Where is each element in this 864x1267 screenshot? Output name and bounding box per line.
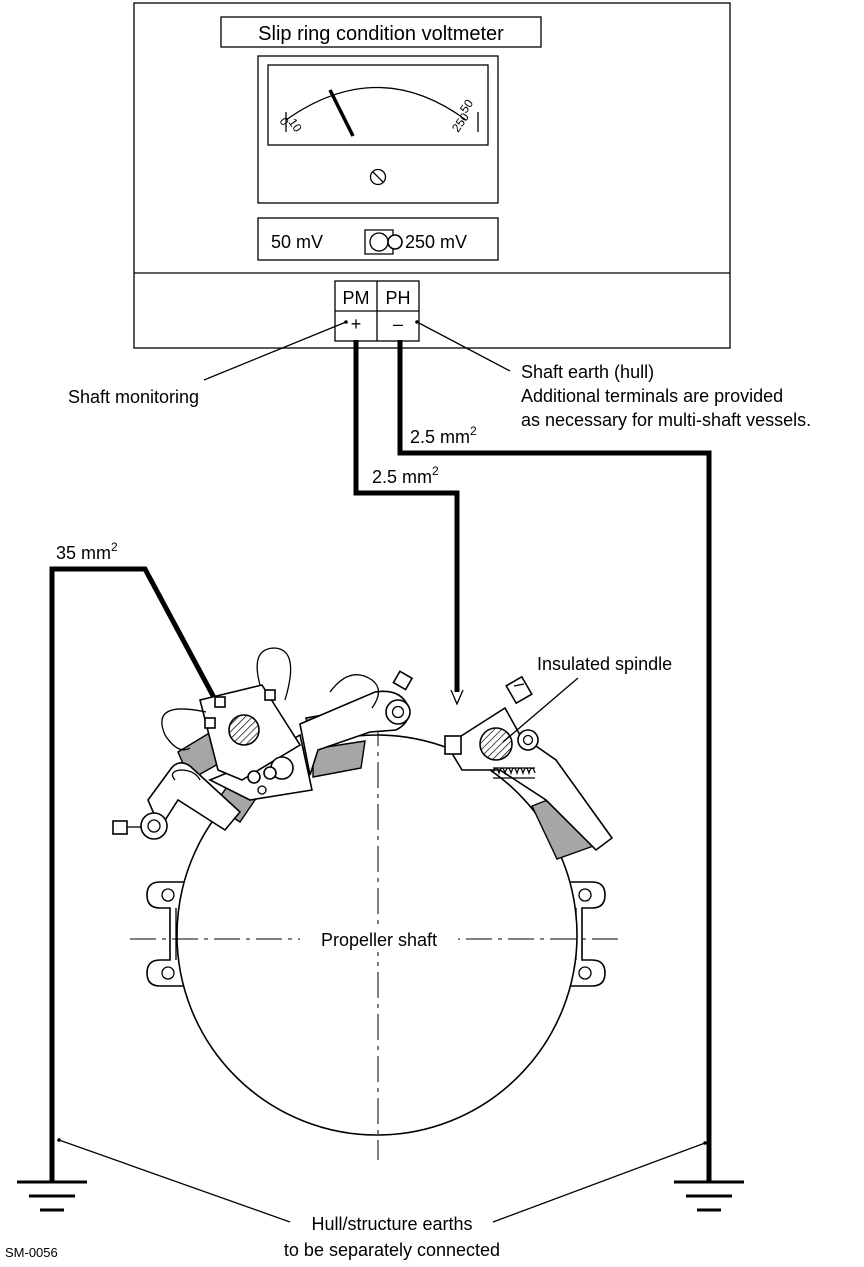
- range-250mv-label: 250 mV: [405, 232, 467, 252]
- hull-earths-label-1: Hull/structure earths: [311, 1214, 472, 1234]
- meter-title-box: [220, 16, 542, 48]
- terminal-block: PM PH + –: [334, 280, 420, 342]
- hull-earths-label-2: to be separately connected: [284, 1240, 500, 1260]
- shaft-earth-label-2: Additional terminals are provided: [521, 386, 783, 406]
- ph-cable: [397, 340, 712, 1182]
- terminal-ph-minus: –: [393, 314, 403, 334]
- figure-id: SM-0056: [5, 1245, 58, 1260]
- insulated-spindle-icon: [479, 727, 513, 761]
- range-50mv-label: 50 mV: [271, 232, 323, 252]
- analog-meter: 0 10 50 250: [257, 55, 499, 204]
- shaft-earth-leader: [416, 321, 511, 372]
- shaft-monitoring-leader: [203, 321, 347, 381]
- range-toggle-switch-icon[interactable]: [364, 229, 403, 255]
- left-brush-assembly: [112, 647, 414, 840]
- shaft-earth-label-3: as necessary for multi-shaft vessels.: [521, 410, 811, 430]
- meter-needle: [328, 89, 355, 137]
- voltmeter-enclosure: Slip ring condition voltmeter 0 10 50 25…: [133, 2, 731, 349]
- shaft-earth-label-1: Shaft earth (hull): [521, 362, 654, 382]
- left-earth-symbol: [17, 1180, 87, 1212]
- terminal-ph-label: PH: [385, 288, 410, 308]
- earth-cable-35: [49, 566, 221, 1182]
- propeller-shaft-label: Propeller shaft: [321, 930, 437, 950]
- right-brush-assembly: [444, 675, 614, 860]
- propeller-shaft: Propeller shaft: [130, 720, 618, 1160]
- insulated-spindle-label: Insulated spindle: [537, 654, 672, 674]
- pm-cable-size: 2.5 mm2: [372, 464, 439, 487]
- pm-cable: [353, 340, 460, 692]
- ph-cable-size: 2.5 mm2: [410, 424, 477, 447]
- terminal-pm-label: PM: [343, 288, 370, 308]
- zero-adjust-screw-icon[interactable]: [369, 168, 387, 186]
- range-switch-panel: 50 mV 250 mV: [257, 217, 499, 261]
- terminal-pm-plus: +: [351, 314, 362, 334]
- insulated-spindle-leader: [502, 677, 579, 743]
- earth-cable-size: 35 mm2: [56, 540, 118, 563]
- meter-title: Slip ring condition voltmeter: [258, 23, 504, 45]
- hull-earth-leader-right: [492, 1142, 706, 1223]
- hull-earth-leader-left: [58, 1139, 291, 1223]
- right-earth-symbol: [674, 1180, 744, 1212]
- shaft-monitoring-label: Shaft monitoring: [68, 387, 199, 407]
